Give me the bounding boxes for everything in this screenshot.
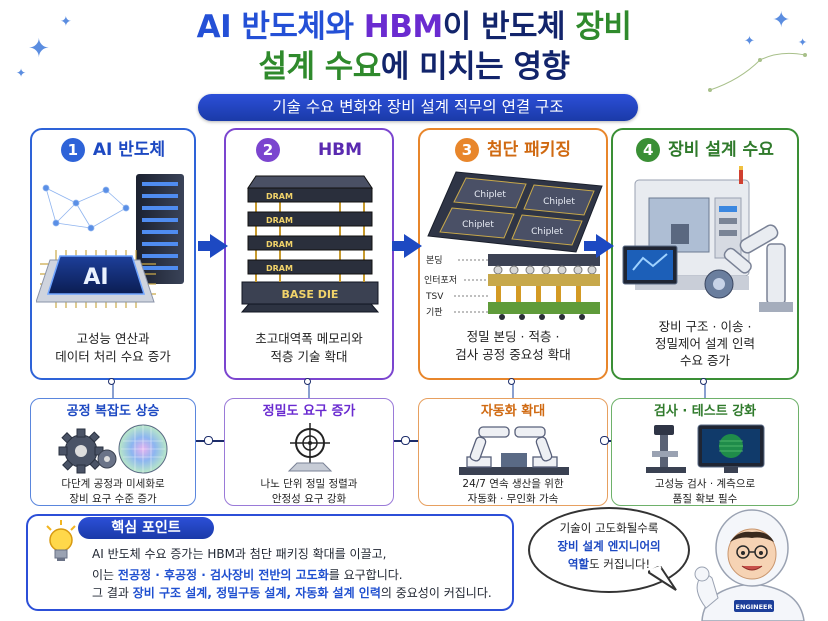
arrow-right-icon: [392, 234, 422, 258]
card-description: 장비 구조 · 이송 · 정밀제어 설계 인력 수요 증가: [655, 319, 755, 368]
page-title-line1: AI 반도체와 HBM이 반도체 장비: [196, 9, 632, 45]
sparkle-icon: ✦: [16, 66, 27, 80]
engineer-character-icon: ENGINEER: [694, 509, 805, 621]
connector-dot: [508, 378, 515, 385]
card-description: 정밀 본딩 · 적층 · 검사 공정 중요성 확대: [455, 329, 571, 362]
card-header: 2 HBM: [226, 138, 392, 162]
connector-line: [704, 380, 706, 398]
dram-label: DRAM: [266, 216, 293, 225]
sub-title: 공정 복잡도 상승: [66, 404, 160, 419]
chiplet-label: Chiplet: [531, 227, 563, 237]
step-number: 2: [255, 138, 280, 162]
connector-dot: [700, 378, 707, 385]
card-advanced-packaging: 3 첨단 패키징 Chiplet Chiplet Chiplet Chiplet …: [418, 128, 608, 380]
equipment-illustration: [622, 166, 793, 312]
sub-description: 고성능 검사 · 계측으로 품질 확보 필수: [654, 478, 756, 505]
connector-dot: [108, 378, 115, 385]
arrow-right-icon: [584, 234, 614, 258]
card-title: AI 반도체: [92, 140, 166, 160]
bubble-text: 장비 설계 엔지니어의: [557, 539, 661, 553]
key-point-heading: 핵심 포인트: [78, 517, 214, 539]
ai-chip-illustration: AI: [36, 174, 184, 308]
hbm-stack-illustration: BASE DIE DRAM DRAM DRAM DRAM: [240, 175, 380, 313]
card-header: 1 AI 반도체: [32, 138, 194, 162]
connector-line: [308, 380, 310, 398]
connector-dot: [600, 436, 609, 445]
bubble-text: 역할도 커집니다!: [567, 557, 651, 571]
connector-dot: [204, 436, 213, 445]
connector-dot: [401, 436, 410, 445]
layer-label: 인터포저: [424, 275, 457, 286]
sub-title: 정밀도 요구 증가: [262, 404, 356, 419]
sub-automation-expansion: 자동화 확대 24/7 연속 생산을 위한 자동화 · 무인화 가속: [418, 398, 608, 506]
dram-label: DRAM: [266, 240, 293, 249]
engineer-badge: ENGINEER: [736, 603, 773, 611]
bubble-text: 기술이 고도화될수록: [559, 521, 659, 535]
card-header: 4 장비 설계 수요: [613, 138, 797, 162]
sub-precision-requirement: 정밀도 요구 증가 나노 단위 정밀 정렬과 안정성 요구 강화: [224, 398, 394, 506]
card-ai-semiconductor: 1 AI 반도체 AI 고성능 연산과 데이터 처리 수요 증가: [30, 128, 196, 380]
layer-label: TSV: [425, 292, 444, 302]
base-die-label: BASE DIE: [282, 288, 339, 301]
card-description: 고성능 연산과 데이터 처리 수요 증가: [55, 331, 171, 364]
sub-description: 24/7 연속 생산을 위한 자동화 · 무인화 가속: [462, 478, 564, 505]
card-hbm: 2 HBM BASE DIE DRAM DRAM DRAM DRAM 초고대역폭 …: [224, 128, 394, 380]
sub-title: 검사 · 테스트 강화: [653, 404, 757, 419]
chiplet-label: Chiplet: [462, 220, 494, 230]
step-number: 3: [454, 138, 479, 162]
card-header: 3 첨단 패키징: [420, 138, 606, 162]
step-number: 4: [636, 138, 661, 162]
connector-line: [512, 380, 514, 398]
layer-label: 기판: [426, 307, 443, 318]
constellation-icon: [708, 52, 807, 92]
card-title: HBM: [317, 140, 363, 160]
microscope-monitor-icon: [646, 424, 765, 473]
sparkle-icon: ✦: [60, 14, 72, 30]
sub-description: 나노 단위 정밀 정렬과 안정성 요구 강화: [260, 478, 358, 505]
sub-description: 다단계 공정과 미세화로 장비 요구 수준 증가: [61, 478, 165, 505]
chiplet-illustration: Chiplet Chiplet Chiplet Chiplet: [427, 171, 603, 253]
sub-process-complexity: 공정 복잡도 상승 다단계 공정과 미세화로 장비 요구 수준 증가: [30, 398, 196, 506]
dram-label: DRAM: [266, 264, 293, 273]
dram-label: DRAM: [266, 192, 293, 201]
sub-title: 자동화 확대: [480, 404, 546, 419]
gear-wafer-icon: [58, 424, 168, 474]
chip-label: AI: [83, 265, 108, 290]
arrow-right-icon: [198, 234, 228, 258]
speech-bubble-tail: [648, 566, 677, 591]
sub-inspection-testing: 검사 · 테스트 강화 고성능 검사 · 계측으로 품질 확보 필수: [611, 398, 799, 506]
connector-dot: [304, 378, 311, 385]
card-title: 첨단 패키징: [486, 140, 572, 160]
step-number: 1: [60, 138, 85, 162]
card-description: 초고대역폭 메모리와 적층 기술 확대: [255, 331, 363, 364]
sparkle-icon: ✦: [28, 34, 50, 64]
page-title-line2: 설계 수요에 미치는 영향: [258, 49, 570, 85]
layer-label: 본딩: [426, 255, 443, 266]
key-point-line: 이는 전공정 · 후공정 · 검사장비 전반의 고도화를 요구합니다.: [92, 568, 403, 582]
key-point-line: 그 결과 장비 구조 설계, 정밀구동 설계, 자동화 설계 인력의 중요성이 …: [92, 586, 492, 600]
robot-arm-icon: [459, 426, 569, 475]
key-point-line: AI 반도체 수요 증가는 HBM과 첨단 패키징 확대를 이끌고,: [92, 547, 387, 561]
card-equipment-design: 4 장비 설계 수요 장비 구조 · 이송 · 정밀제어 설계 인력 수요 증가: [611, 128, 799, 380]
package-cross-section: 본딩 인터포저 TSV 기판: [424, 254, 600, 320]
connector-line: [112, 380, 114, 398]
sparkle-icon: ✦: [772, 8, 791, 33]
card-title: 장비 설계 수요: [668, 140, 774, 160]
lightbulb-icon: [46, 520, 76, 561]
sparkle-icon: ✦: [798, 36, 808, 49]
subtitle-banner: 기술 수요 변화와 장비 설계 직무의 연결 구조: [198, 94, 638, 121]
sparkle-icon: ✦: [744, 34, 755, 49]
connector-line: [608, 440, 611, 442]
chiplet-label: Chiplet: [474, 190, 506, 200]
chiplet-label: Chiplet: [543, 197, 575, 207]
crosshair-target-icon: [287, 423, 333, 472]
